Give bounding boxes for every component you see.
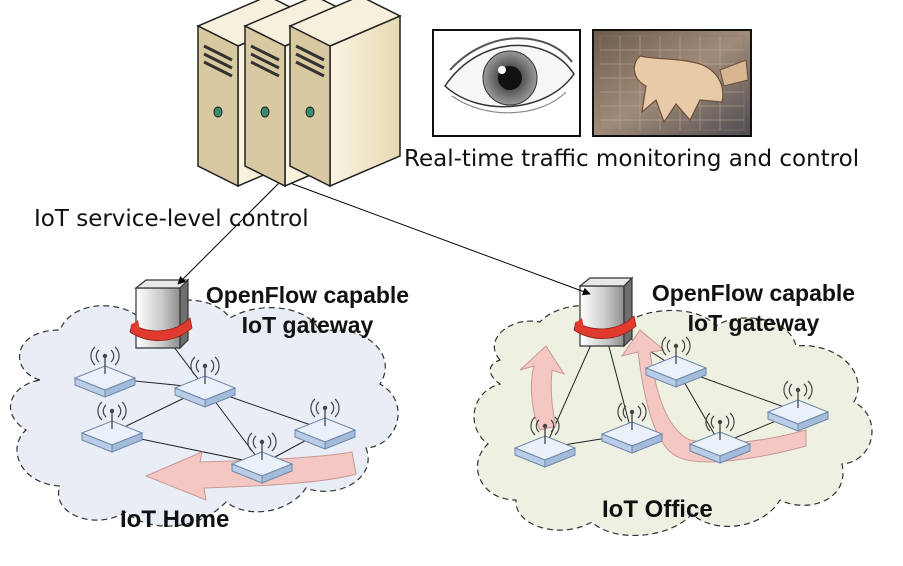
monitoring-hand-image [592, 29, 752, 137]
home-gateway-label-line2: IoT gateway [241, 312, 374, 338]
home-gateway-icon [129, 279, 193, 349]
office-gateway-icon [573, 277, 637, 347]
server-cluster-icon [196, 0, 402, 188]
office-site-label: IoT Office [602, 496, 713, 523]
office-gateway-label-line1: OpenFlow capable [651, 280, 856, 306]
office-traffic-arrow-left [519, 345, 566, 431]
control-arrow-home [177, 179, 283, 285]
office-gateway-label-line2: IoT gateway [687, 310, 820, 336]
service-control-label: IoT service-level control [34, 206, 309, 232]
home-gateway-label-line1: OpenFlow capable [205, 282, 410, 308]
home-gateway-label: OpenFlow capable IoT gateway [190, 280, 425, 340]
monitoring-label: Real-time traffic monitoring and control [404, 146, 860, 172]
office-gateway-label: OpenFlow capable IoT gateway [636, 278, 871, 338]
eye-icon [432, 29, 581, 137]
control-arrow-office [281, 179, 591, 296]
home-site-label: IoT Home [120, 506, 230, 533]
office-cloud [473, 305, 873, 537]
